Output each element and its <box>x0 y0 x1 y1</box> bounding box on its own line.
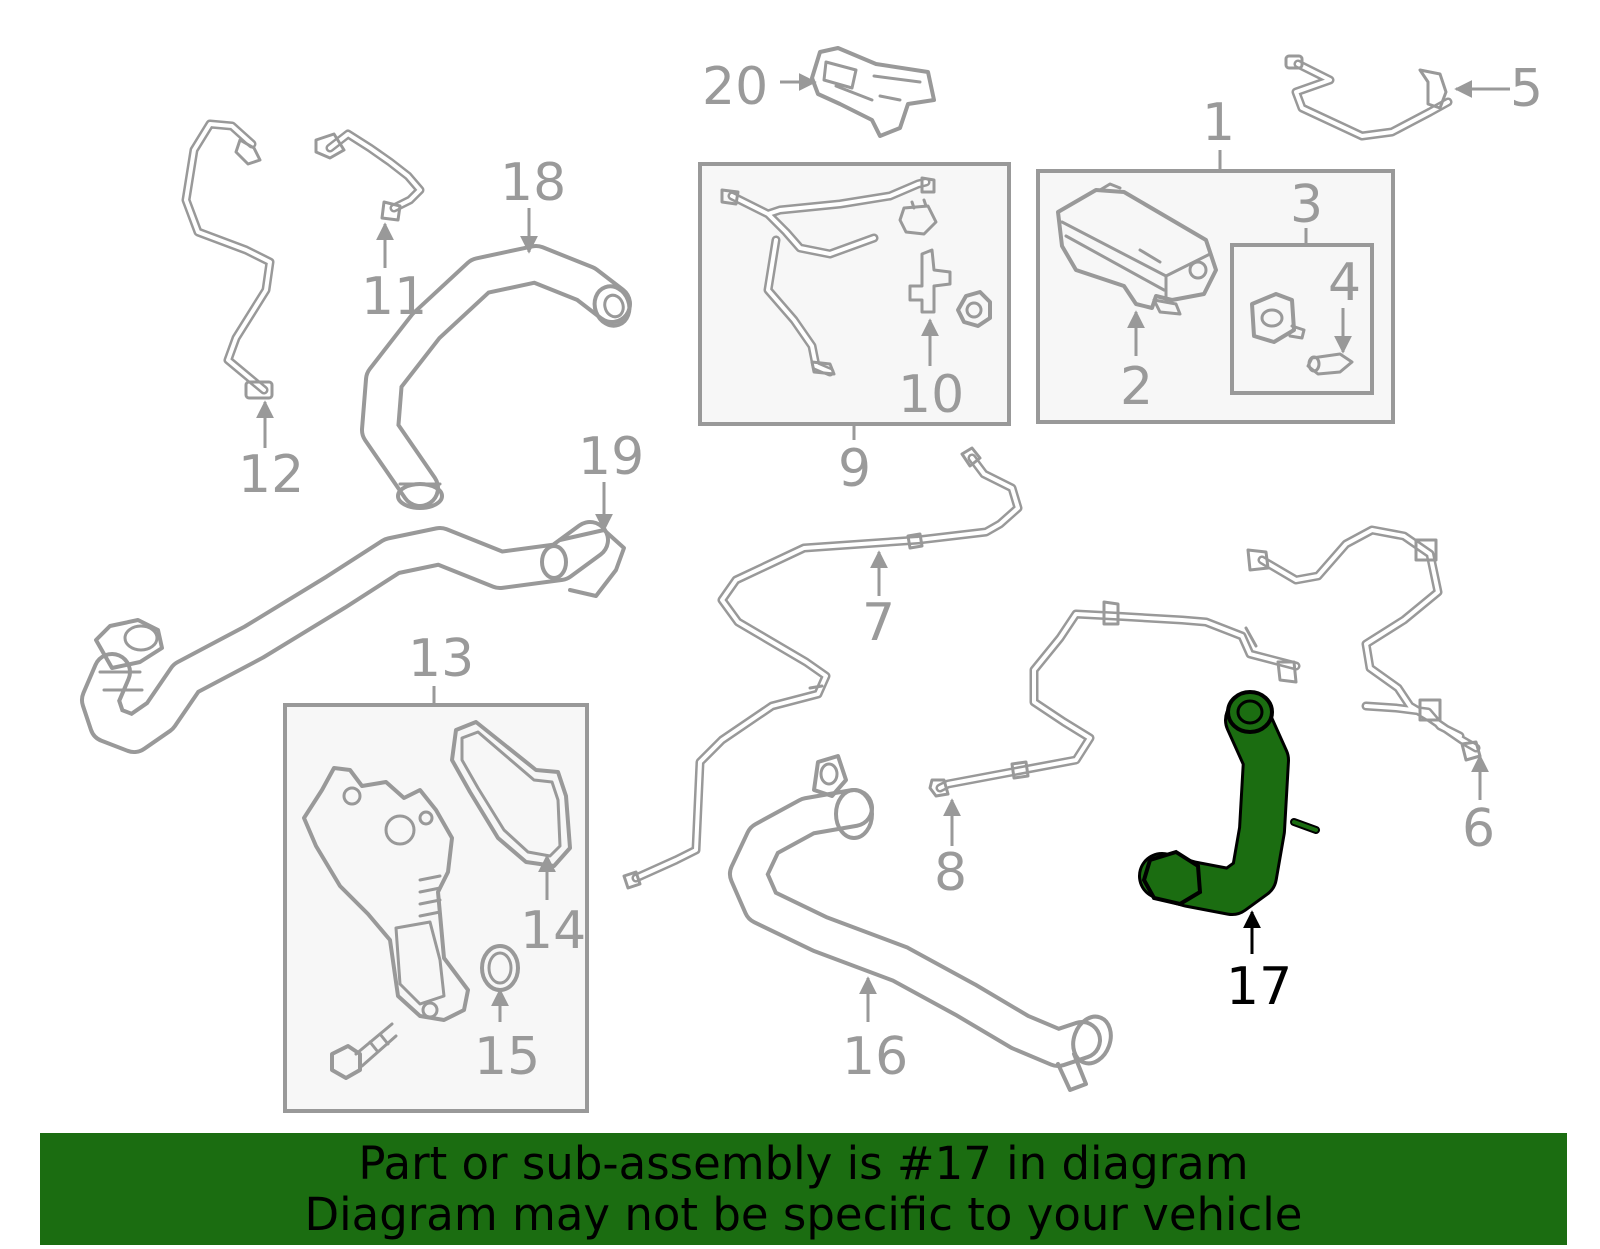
part-11-sensor-wire <box>314 129 425 222</box>
part-13-housing <box>302 766 470 1022</box>
part-17-hose-highlighted <box>1138 690 1320 916</box>
callout-17: 17 <box>1226 957 1292 1017</box>
callout-12: 12 <box>238 445 304 505</box>
part-14-gasket <box>450 720 572 868</box>
callout-9: 9 <box>838 439 871 499</box>
part-2-canister <box>1056 182 1218 316</box>
callout-19: 19 <box>578 427 644 487</box>
part-12-oxygen-sensor <box>181 119 275 400</box>
assembly-box-13 <box>283 703 589 1113</box>
callout-15: 15 <box>474 1027 540 1087</box>
callout-5: 5 <box>1510 59 1543 119</box>
part-10-clip <box>908 248 992 328</box>
callout-11: 11 <box>361 267 427 327</box>
callout-18: 18 <box>500 153 566 213</box>
callout-2: 2 <box>1120 357 1153 417</box>
callout-8: 8 <box>934 843 967 903</box>
part-8-tube <box>928 600 1301 798</box>
callout-13: 13 <box>408 629 474 689</box>
part-20-sensor <box>810 46 936 138</box>
banner-line-1: Part or sub-assembly is #17 in diagram <box>358 1137 1249 1190</box>
leader-lines <box>256 73 1510 1022</box>
assembly-box-3 <box>1230 243 1374 395</box>
banner-line-2: Diagram may not be specific to your vehi… <box>304 1188 1303 1241</box>
bolt <box>330 1022 398 1080</box>
info-banner: Part or sub-assembly is #17 in diagram D… <box>40 1133 1567 1245</box>
part-5-sensor-wire <box>1284 54 1453 141</box>
callout-20: 20 <box>702 57 768 117</box>
part-19-hose <box>80 520 626 754</box>
callout-7: 7 <box>862 593 895 653</box>
callout-labels: 20 5 1 3 4 2 18 11 12 10 9 19 7 13 14 15… <box>238 57 1543 1087</box>
part-16-pipe <box>728 754 1113 1092</box>
callout-3: 3 <box>1290 175 1323 235</box>
callout-4: 4 <box>1328 253 1361 313</box>
callout-16: 16 <box>842 1027 908 1087</box>
part-6-wire <box>1246 525 1482 762</box>
part-9-vapor-tube <box>720 176 938 377</box>
part-3-bracket <box>1250 292 1306 344</box>
callout-10: 10 <box>898 365 964 425</box>
callout-14: 14 <box>520 901 586 961</box>
part-7-tube <box>622 446 1023 890</box>
callout-6: 6 <box>1462 799 1495 859</box>
callout-1: 1 <box>1202 93 1235 153</box>
part-4-connector <box>1306 352 1354 376</box>
part-18-hose <box>360 244 632 510</box>
